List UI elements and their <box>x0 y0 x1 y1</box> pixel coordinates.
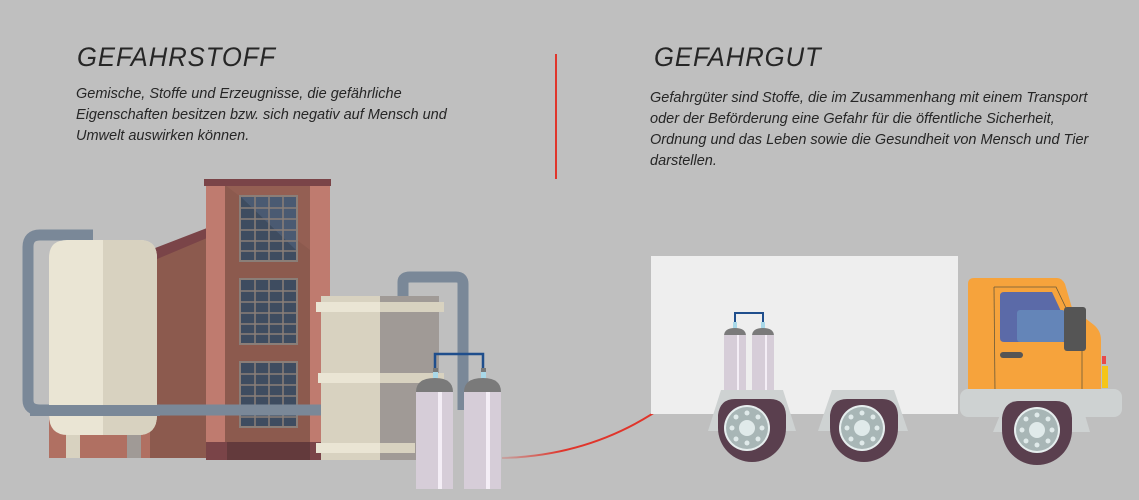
truck-wheel-front <box>1002 401 1072 465</box>
truck-wheel-rear-2 <box>830 399 898 462</box>
factory-tower <box>204 179 331 460</box>
truck-wheel-rear-1 <box>718 399 786 462</box>
factory-window-middle <box>239 278 298 345</box>
factory-window-bottom <box>239 361 298 428</box>
gefahrstoff-description: Gemische, Stoffe und Erzeugnisse, die ge… <box>76 86 447 144</box>
door-handle <box>1000 352 1023 358</box>
storage-tank-large <box>30 240 160 458</box>
side-mirror <box>1064 307 1086 351</box>
gefahrgut-title: GEFAHRGUT <box>654 42 822 72</box>
section-divider <box>555 54 557 179</box>
gas-cylinders-truck <box>724 312 774 393</box>
gas-cylinders-factory <box>416 352 501 489</box>
truck-cab <box>968 278 1108 393</box>
gefahrgut-description: Gefahrgüter sind Stoffe, die im Zusammen… <box>650 90 1089 169</box>
gefahrstoff-title: GEFAHRSTOFF <box>77 42 277 72</box>
factory-illustration <box>22 179 501 489</box>
headlight-yellow <box>1102 366 1108 388</box>
truck-illustration <box>651 256 1122 465</box>
factory-pipe-right <box>397 271 469 410</box>
headlight-red <box>1102 356 1106 364</box>
truck-trailer <box>651 256 958 414</box>
factory-window-top <box>239 195 298 262</box>
